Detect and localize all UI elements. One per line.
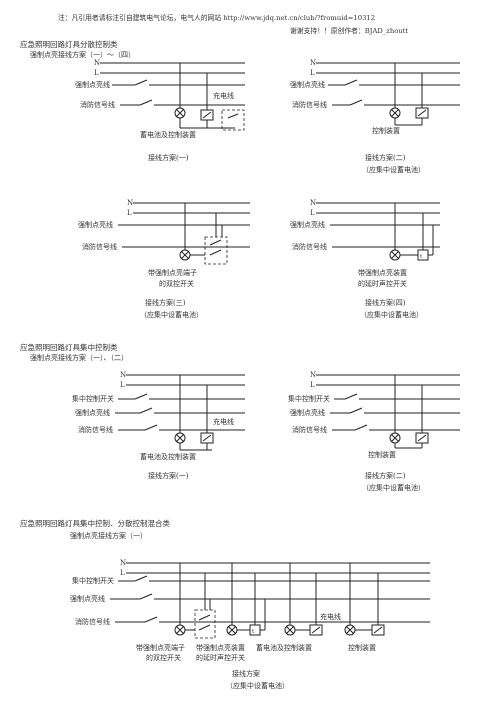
header-thanks: 谢谢支持！！原创作者：BJAD_zhoutt	[290, 26, 408, 35]
scheme-1-2-label: 接线方案(二)	[365, 153, 406, 162]
svg-text:t: t	[252, 629, 255, 635]
svg-text:充电线: 充电线	[213, 417, 234, 426]
scheme-3-label: 接线方案	[232, 669, 260, 678]
svg-text:L: L	[310, 209, 315, 217]
svg-text:L: L	[120, 569, 125, 577]
svg-text:的延时声控开关: 的延时声控开关	[358, 279, 407, 288]
svg-text:t: t	[420, 254, 423, 260]
scheme-2-1-label: 接线方案(一)	[148, 471, 189, 480]
svg-text:L: L	[310, 69, 315, 77]
svg-text:（应集中设蓄电池）: （应集中设蓄电池）	[226, 681, 289, 690]
svg-text:带强制点亮端子: 带强制点亮端子	[148, 268, 197, 277]
svg-text:N: N	[127, 199, 133, 207]
section2-title: 应急照明回路灯具集中控制类	[20, 342, 118, 352]
scheme-1-3-label: 接线方案(三)	[145, 298, 186, 307]
svg-text:L: L	[120, 381, 125, 389]
svg-text:强制点亮线: 强制点亮线	[75, 408, 110, 417]
svg-text:N: N	[310, 199, 316, 207]
section2-subtitle: 强制点亮接线方案（一）、（二）	[30, 353, 128, 362]
svg-text:（应集中设蓄电池）: （应集中设蓄电池）	[140, 310, 203, 319]
svg-text:的延时声控开关: 的延时声控开关	[196, 653, 245, 662]
svg-text:充电线: 充电线	[320, 612, 341, 621]
svg-text:消防信号线: 消防信号线	[292, 242, 327, 251]
svg-text:控制装置: 控制装置	[348, 643, 376, 652]
svg-text:（应集中设蓄电池）: （应集中设蓄电池）	[360, 310, 423, 319]
svg-text:N: N	[310, 59, 316, 67]
label-forced-on: 强制点亮线	[75, 80, 110, 89]
scheme-1-4-label: 接线方案(四)	[365, 298, 406, 307]
svg-text:的双控开关: 的双控开关	[159, 279, 194, 288]
svg-text:的双控开关: 的双控开关	[146, 653, 181, 662]
svg-text:带强制点亮装置: 带强制点亮装置	[358, 268, 407, 277]
svg-text:强制点亮线: 强制点亮线	[78, 220, 113, 229]
scheme-1-1: N L 强制点亮线 消防信号线 充电线 蓄电池及控制装置 接线方案(一)	[75, 59, 245, 162]
svg-text:强制点亮线: 强制点亮线	[290, 220, 325, 229]
scheme-1-1-label: 接线方案(一)	[148, 153, 189, 162]
svg-text:集中控制开关: 集中控制开关	[72, 576, 114, 585]
label-fire-signal: 消防信号线	[80, 100, 115, 109]
svg-text:强制点亮线: 强制点亮线	[290, 408, 325, 417]
section1-title: 应急照明回路灯具分散控制类	[20, 39, 118, 49]
scheme-2-2: N L 集中控制开关 强制点亮线 消防信号线 控制装置 接线方案(二) （应集中…	[288, 371, 460, 492]
svg-text:集中控制开关: 集中控制开关	[72, 394, 114, 403]
svg-text:L: L	[310, 381, 315, 389]
svg-text:蓄电池及控制装置: 蓄电池及控制装置	[140, 452, 196, 461]
svg-text:消防信号线: 消防信号线	[82, 242, 117, 251]
svg-text:（应集中设蓄电池）: （应集中设蓄电池）	[362, 483, 425, 492]
svg-text:（应集中设蓄电池）: （应集中设蓄电池）	[362, 165, 425, 174]
svg-text:N: N	[120, 371, 126, 379]
svg-text:强制点亮线: 强制点亮线	[70, 594, 105, 603]
scheme-1-2: N L 强制点亮线 消防信号线 控制装置 接线方案(二) （应集中设蓄电池）	[290, 59, 460, 174]
svg-text:N: N	[310, 371, 316, 379]
svg-text:控制装置: 控制装置	[372, 126, 400, 135]
svg-text:L: L	[127, 209, 132, 217]
svg-text:消防信号线: 消防信号线	[292, 100, 327, 109]
svg-text:消防信号线: 消防信号线	[78, 425, 113, 434]
section3-subtitle: 强制点亮接线方案（一）	[70, 531, 147, 540]
header-note: 注：凡引用者请标注引自建筑电气论坛，电气人的网站 http://www.jdq.…	[58, 13, 375, 22]
scheme-2-1: N L 集中控制开关 强制点亮线 消防信号线 充电线 蓄电池及控制装置 接线方案…	[72, 371, 245, 480]
label-charge-line: 充电线	[213, 91, 234, 100]
label-l: L	[94, 69, 99, 77]
svg-text:强制点亮线: 强制点亮线	[290, 80, 325, 89]
section3-title: 应急照明回路灯具集中控制、分散控制混合类	[20, 518, 170, 528]
scheme-3: N L 集中控制开关 强制点亮线 消防信号线 t	[70, 559, 430, 690]
scheme-1-3: N L 强制点亮线 消防信号线 带强制点亮端子 的双控开关 接线方案(三) （应…	[78, 199, 250, 319]
svg-text:带强制点亮端子: 带强制点亮端子	[136, 643, 185, 652]
svg-text:N: N	[120, 559, 126, 567]
svg-text:控制装置: 控制装置	[368, 450, 396, 459]
label-battery-ctrl: 蓄电池及控制装置	[140, 130, 196, 139]
svg-text:集中控制开关: 集中控制开关	[288, 394, 330, 403]
svg-text:消防信号线: 消防信号线	[292, 425, 327, 434]
svg-text:蓄电池及控制装置: 蓄电池及控制装置	[256, 643, 312, 652]
scheme-1-4: N L 强制点亮线 消防信号线 t 带强制点亮装置 的延时声控开关 接线方案(四…	[290, 199, 440, 319]
svg-text:消防信号线: 消防信号线	[75, 617, 110, 626]
section1-subtitle: 强制点亮接线方案（一）～（四）	[30, 50, 135, 59]
label-n: N	[94, 59, 100, 67]
scheme-2-2-label: 接线方案(二)	[365, 471, 406, 480]
svg-text:带强制点亮装置: 带强制点亮装置	[196, 643, 245, 652]
